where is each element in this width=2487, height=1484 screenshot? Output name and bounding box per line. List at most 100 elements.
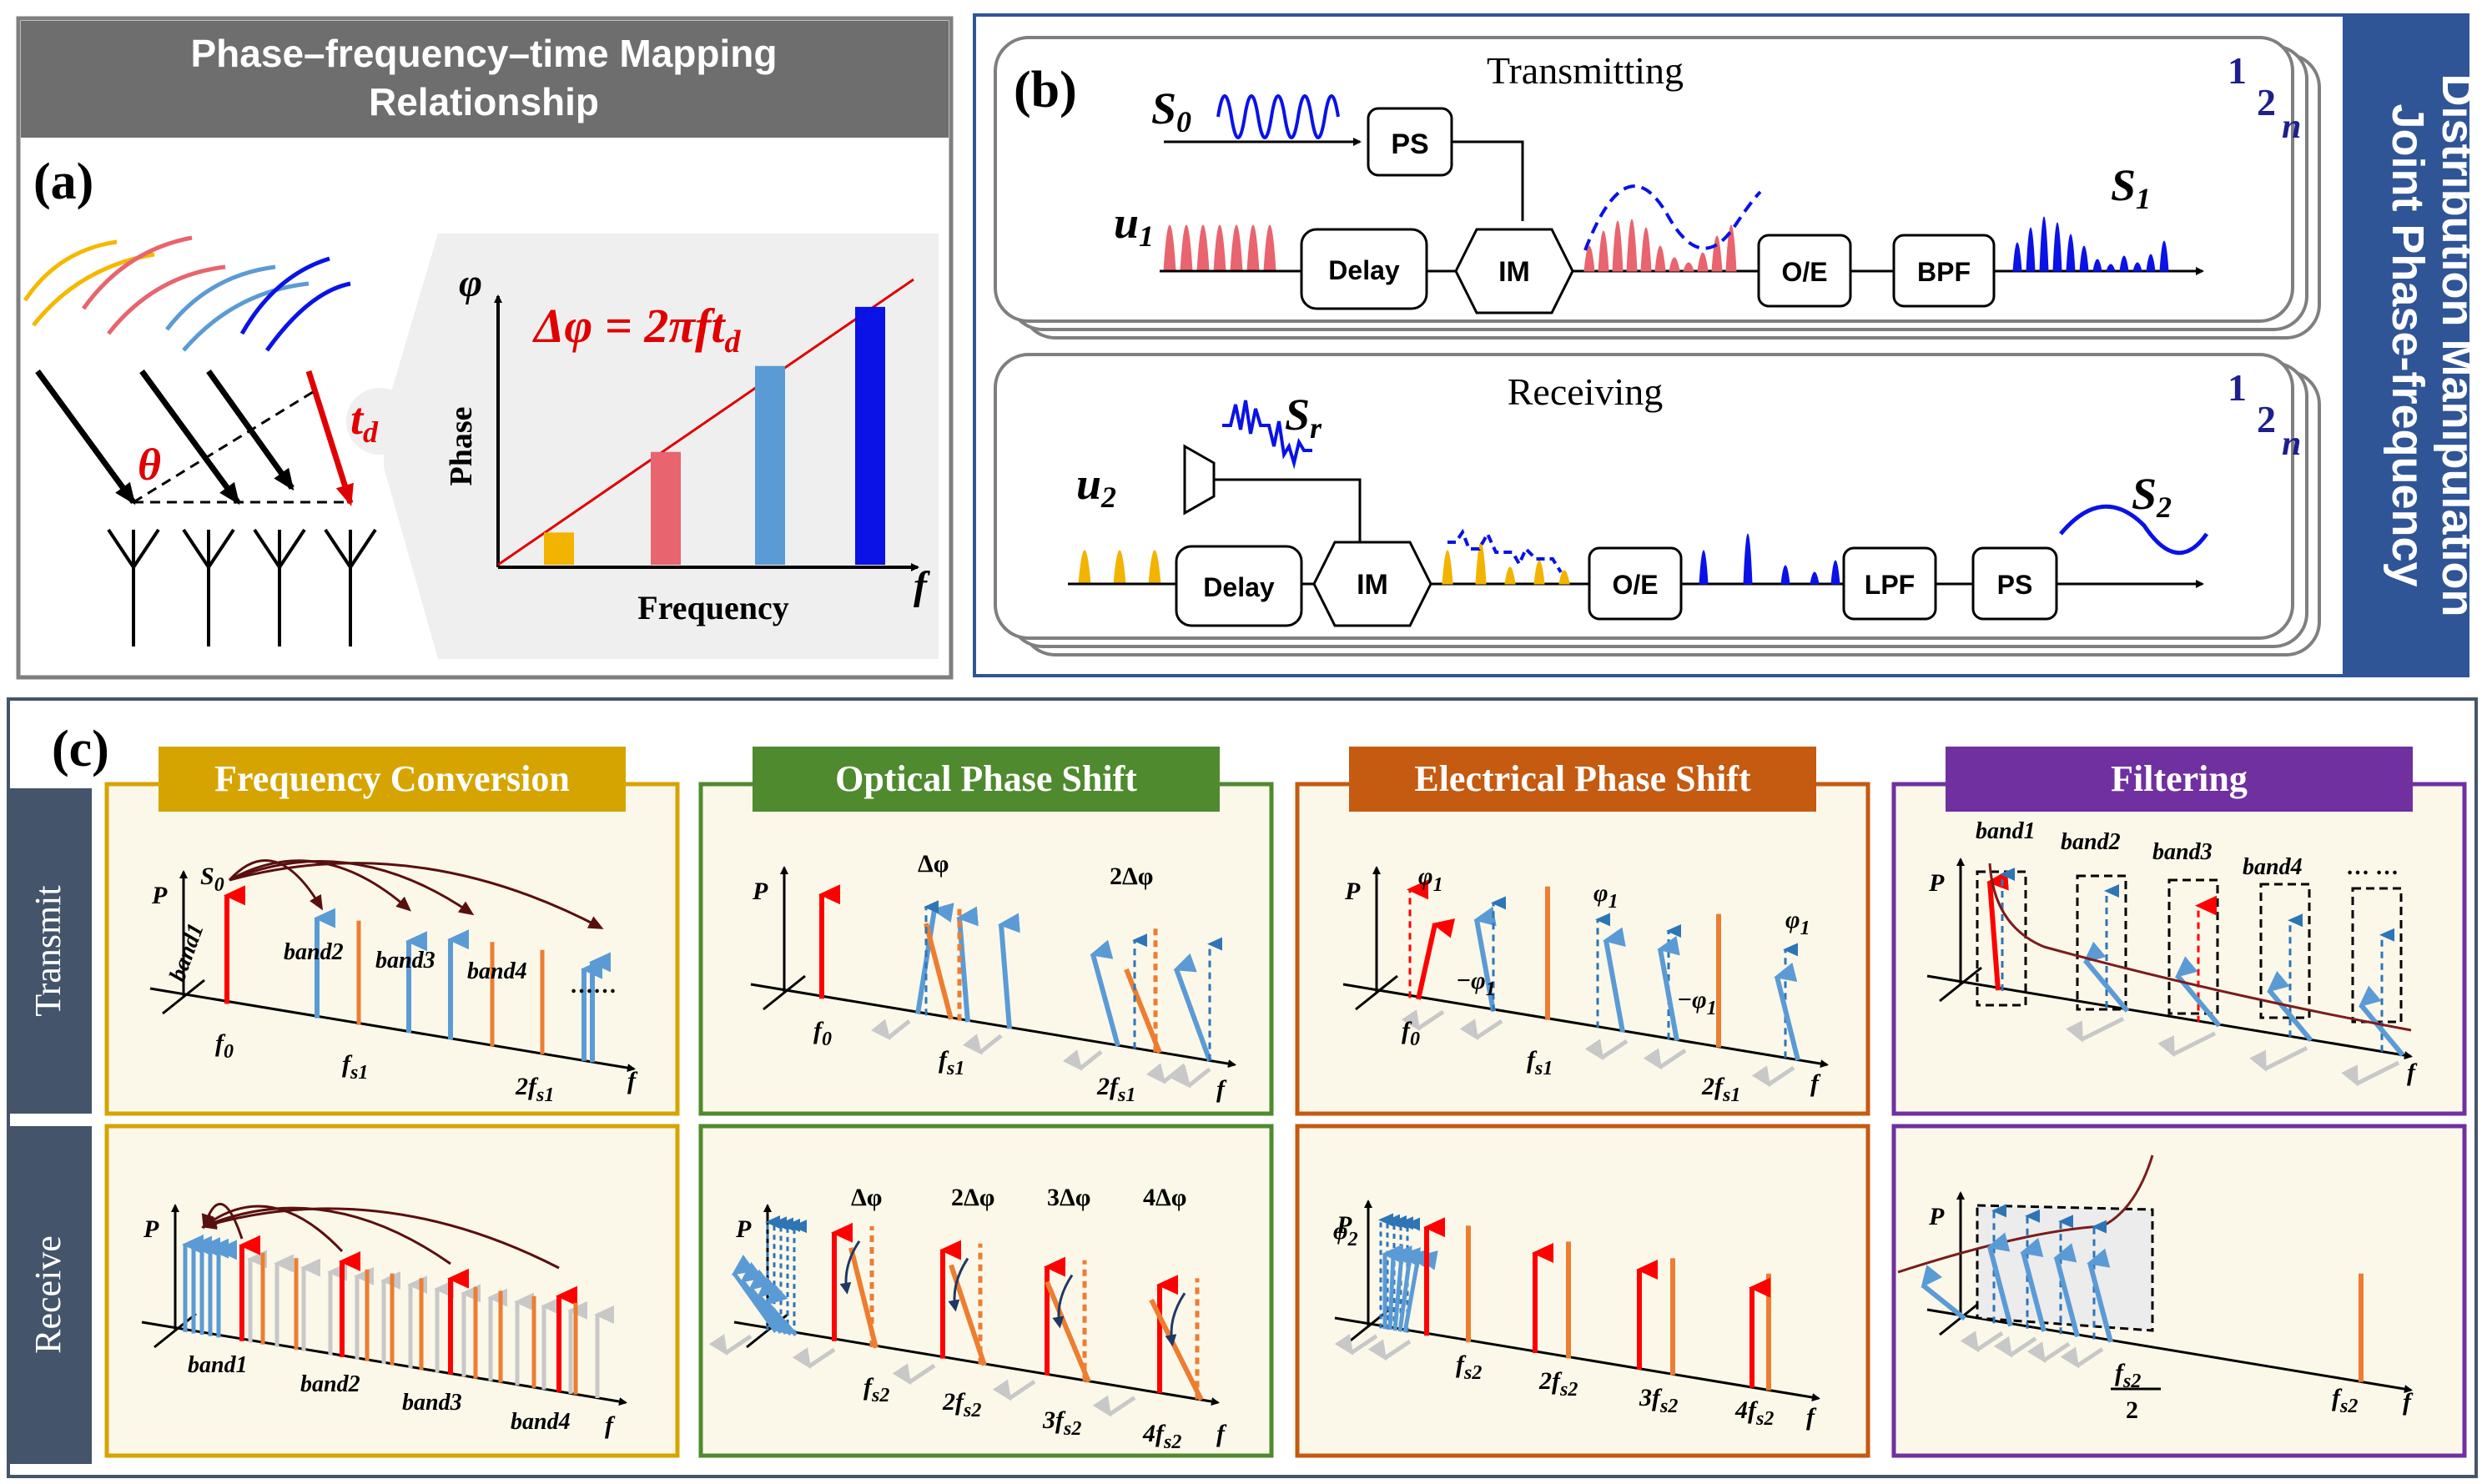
half-fs2-num: fs2 <box>2115 1359 2141 1392</box>
s1-spectral-line <box>2092 259 2102 272</box>
orange-rotated <box>1149 1298 1204 1401</box>
p-axis-label: P <box>1344 878 1361 905</box>
s1-spectral-line <box>2079 245 2089 272</box>
panel-b-label: (b) <box>1014 62 1077 118</box>
f-axis <box>1334 1316 1820 1402</box>
lpf-block-label: LPF <box>1865 570 1915 600</box>
f-axis-label: f <box>914 564 930 608</box>
u1-pulse <box>1263 224 1276 272</box>
incident-rays <box>35 369 354 506</box>
panel-a-title-line2: Relationship <box>369 80 599 123</box>
gray-shadow <box>1459 1019 1503 1041</box>
z-axis <box>154 1312 197 1349</box>
s1-label: S1 <box>2111 160 2151 215</box>
modulated-pulse <box>1669 257 1680 272</box>
panel-c: (c) Transmit Receive Frequency Conversio… <box>7 697 2478 1478</box>
gray-shadow <box>1092 1395 1136 1417</box>
panel-b-side-title-2: Distribution Manipulation <box>2433 74 2483 617</box>
fs2-tick: fs2 <box>2332 1384 2358 1417</box>
modulated-pulse <box>1612 220 1624 272</box>
filter-box <box>2259 883 2311 1019</box>
gray-shadow <box>1751 1065 1795 1088</box>
gray-shadow <box>2157 1031 2217 1058</box>
modulated-pulse <box>1583 245 1595 272</box>
gray-shadow <box>2341 1060 2400 1087</box>
blue-rotated <box>1473 906 1497 1012</box>
oe-block-rx <box>1588 546 1683 621</box>
blue-line <box>1387 1245 1412 1331</box>
f-axis <box>1342 983 1829 1069</box>
column-header-bg <box>159 747 626 812</box>
blue-line <box>1392 1247 1421 1331</box>
u2-label: u2 <box>1076 459 1116 514</box>
2fs1-tick: 2fs1 <box>515 1073 554 1106</box>
delay-block-rx <box>1175 545 1303 627</box>
band1-label: band1 <box>1976 818 2036 844</box>
s1-spectral-line <box>2106 264 2116 272</box>
delay-block-tx <box>1300 228 1428 310</box>
f-label: f <box>1216 1075 1227 1103</box>
z-axis <box>763 974 806 1011</box>
im-block-tx-label: IM <box>1498 256 1530 288</box>
half-fs2-den: 2 <box>2126 1396 2138 1424</box>
rx-mixed-waveform <box>1447 528 1563 574</box>
s1-spectral-line <box>2159 240 2169 272</box>
tick-label: 3fs2 <box>1042 1406 1081 1440</box>
conversion-arrow <box>201 1205 344 1253</box>
phi2-label: φ2 <box>1333 1217 1358 1250</box>
tick-label: fs2 <box>1456 1351 1482 1384</box>
panel-b: Joint Phase-frequency Distribution Manip… <box>973 13 2483 677</box>
blue-line <box>1090 939 1120 1047</box>
modulated-pulses <box>1583 219 1737 272</box>
s0-waveform <box>1216 94 1340 139</box>
im-block-rx-label: IM <box>1357 569 1388 601</box>
rx-pulse <box>1442 550 1453 585</box>
f-axis <box>149 987 636 1073</box>
fs1-tick: fs1 <box>1527 1046 1553 1079</box>
row-label-transmit-bg <box>8 788 92 1114</box>
modulated-pulse <box>1683 262 1694 272</box>
envelope-tx <box>1583 184 1762 251</box>
u1-pulse <box>1230 224 1243 272</box>
gray-shadow <box>2249 1046 2308 1072</box>
f-label: f <box>627 1067 638 1094</box>
equation: Δφ = 2πftd <box>532 299 741 360</box>
phase-bar <box>755 365 785 565</box>
z-axis <box>1355 974 1398 1011</box>
gray-shadow <box>792 1347 836 1370</box>
ps-block-rx <box>1971 546 2058 621</box>
column-header-bg <box>1349 747 1816 812</box>
column-header-title: Electrical Phase Shift <box>1414 758 1751 799</box>
conversion-arrow <box>201 1207 560 1270</box>
band2-label: band2 <box>284 939 344 965</box>
bpf-block-label: BPF <box>1917 257 1971 287</box>
rotation-arrow <box>839 1240 861 1295</box>
s1-spectral-line <box>2052 222 2062 272</box>
transmitting-title: Transmitting <box>1487 49 1684 92</box>
tick-label: 4fs2 <box>1142 1420 1181 1453</box>
p-axis-label: P <box>151 882 168 909</box>
gray-shadow <box>962 1034 1003 1055</box>
column-header-title: Frequency Conversion <box>214 758 570 799</box>
td-label: td <box>350 394 379 449</box>
f-label: f <box>1216 1420 1227 1447</box>
f-label: f <box>1810 1069 1821 1097</box>
f-label: f <box>605 1411 616 1439</box>
band3-label: band3 <box>402 1390 462 1416</box>
phase-bars <box>544 306 885 565</box>
blue-rotated <box>2053 1243 2080 1338</box>
modulated-pulse <box>1598 230 1609 272</box>
band3-label: band3 <box>2152 839 2213 865</box>
2fs1-tick: 2fs1 <box>1701 1073 1740 1106</box>
blue-rotated <box>2082 941 2130 1013</box>
row-label-receive: Receive <box>28 1235 68 1354</box>
blue-rotated <box>2020 1237 2046 1332</box>
rotation-arrow <box>1052 1274 1074 1329</box>
detected-line <box>1810 571 1820 585</box>
stack-1-rx: 1 <box>2228 366 2247 409</box>
